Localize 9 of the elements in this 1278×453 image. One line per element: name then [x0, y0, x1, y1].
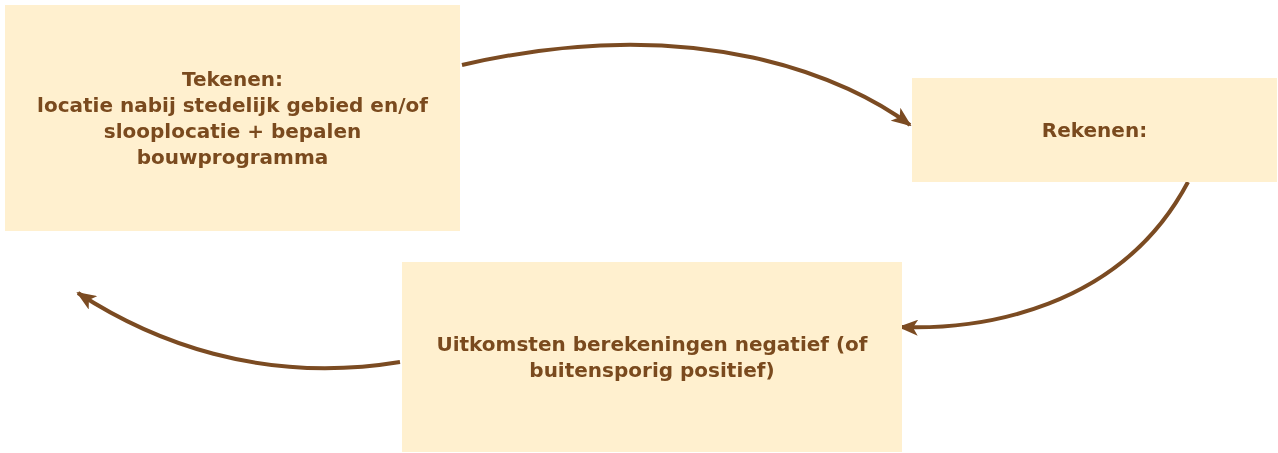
step-text: locatie nabij stedelijk gebied en/of slooplocatie + bepalen bouwprogramma — [36, 92, 429, 170]
curved-arrow — [461, 42, 912, 127]
curved-arrow — [76, 291, 401, 371]
drawing-step-box — [5, 5, 460, 231]
calculation-step-box — [912, 78, 1277, 182]
step-text: Rekenen: — [1041, 117, 1148, 143]
step-text: Uitkomsten berekeningen negatief (of buitensporig positief) — [435, 331, 869, 383]
step-heading: Tekenen: — [182, 66, 283, 92]
outcome-box — [402, 262, 902, 452]
